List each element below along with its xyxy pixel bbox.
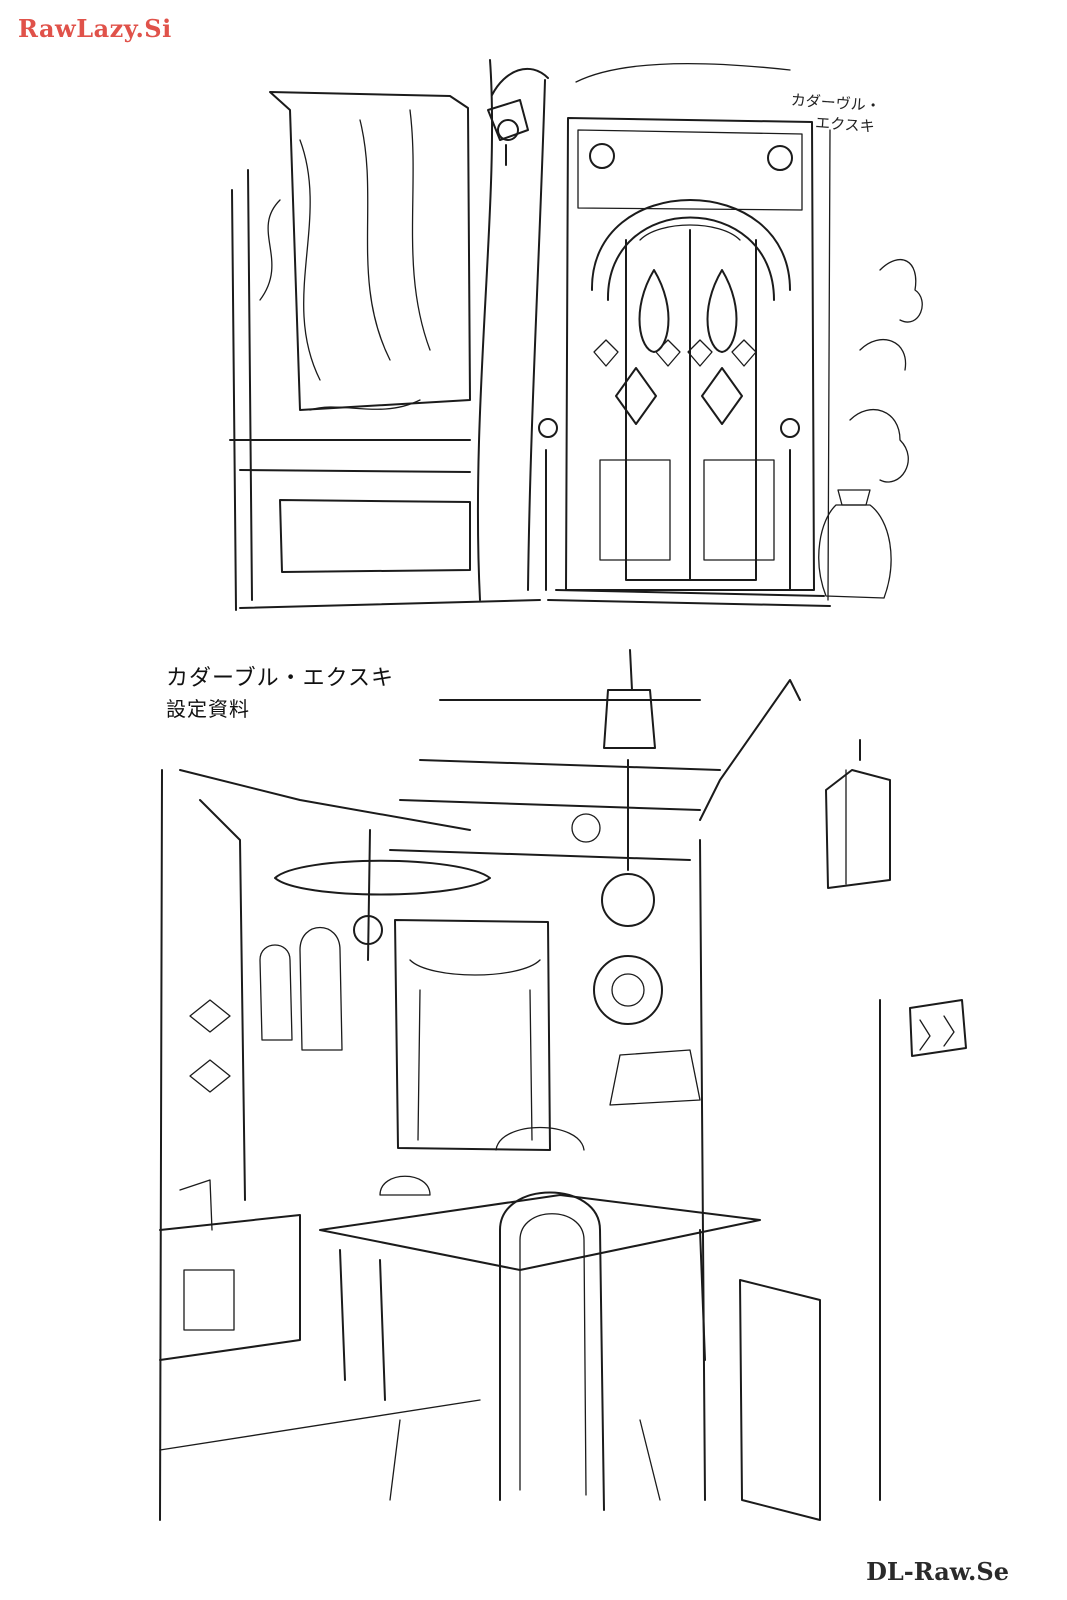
caption-title: カダーブル・エクスキ [166,666,395,691]
watermark-bottom: DL-Raw.Se [866,1557,1009,1586]
caption-subtitle: 設定資料 [166,697,250,721]
caption: カダーブル・エクスキ 設定資料 [166,664,394,724]
watermark-top: RawLazy.Si [18,14,172,43]
